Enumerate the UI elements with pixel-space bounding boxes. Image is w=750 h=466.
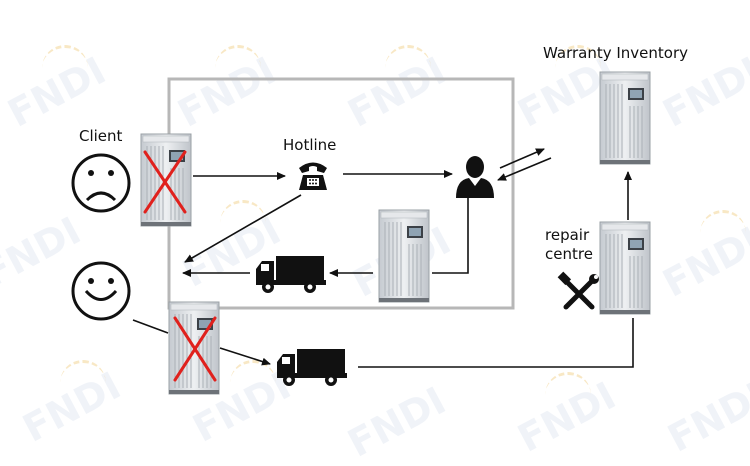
repair-label-line2: centre <box>545 245 593 263</box>
repair-centre-label: repair centre <box>545 226 593 264</box>
line-client-to-faulty <box>132 319 169 334</box>
arrow-warranty-to-person <box>497 157 552 181</box>
sad-face-icon <box>71 153 131 213</box>
arrow-person-to-warranty <box>499 148 545 169</box>
repair-label-line1: repair <box>545 226 590 244</box>
replacement-cabinet-icon <box>378 209 430 303</box>
faulty-cross-icon <box>173 316 217 382</box>
after-sales-service-diagram: FNDI FNDI FNDI FNDI FNDI FNDI FNDI FNDI … <box>0 44 750 466</box>
repair-centre-cabinet-icon <box>599 221 651 315</box>
flow-arrows <box>132 148 634 368</box>
telephone-icon <box>299 162 327 190</box>
arrow-faulty-to-truck <box>219 347 271 366</box>
arrow-person-to-cabinet <box>432 198 469 274</box>
person-icon <box>456 156 494 198</box>
happy-face-icon <box>71 261 131 321</box>
client-label: Client <box>79 127 123 145</box>
warranty-cabinet-icon <box>599 71 651 165</box>
truck-icon <box>277 349 347 386</box>
faulty-cross-icon <box>143 150 187 214</box>
tools-icon <box>557 271 599 310</box>
arrow-diagonal-to-client <box>184 194 302 263</box>
hotline-label: Hotline <box>283 136 337 154</box>
warranty-inventory-label: Warranty Inventory <box>543 44 689 62</box>
truck-icon <box>256 256 326 293</box>
diagram-canvas <box>71 71 651 395</box>
line-truck-to-repair <box>358 318 634 368</box>
